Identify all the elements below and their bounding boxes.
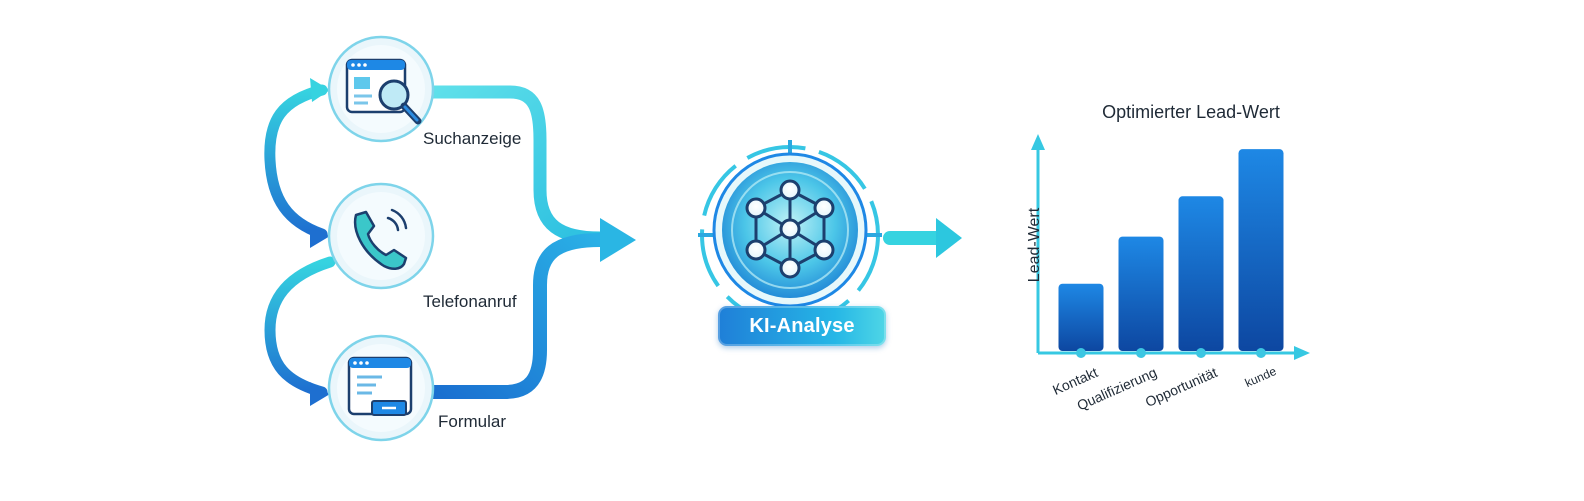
phone-call-node xyxy=(327,182,435,290)
bar-kontakt xyxy=(1058,283,1104,351)
y-axis-arrowhead xyxy=(1031,134,1045,150)
bar-kunde xyxy=(1238,149,1284,351)
bar-qualifizierung xyxy=(1118,236,1164,351)
analysis-hub xyxy=(698,140,882,325)
x-axis-arrowhead xyxy=(1294,346,1310,360)
x-tick-dot xyxy=(1196,348,1206,358)
source-connector-arrows xyxy=(264,78,336,406)
form-icon xyxy=(347,356,413,416)
chart-bars xyxy=(1058,149,1284,358)
x-tick-dot xyxy=(1076,348,1086,358)
analysis-label: KI-Analyse xyxy=(749,314,855,337)
neural-network-icon xyxy=(745,179,835,279)
flow-to-analysis-arrows xyxy=(423,85,636,399)
output-arrow xyxy=(883,218,962,258)
chart-title: Optimierter Lead-Wert xyxy=(1102,102,1280,122)
phone-call-icon xyxy=(353,208,408,270)
search-ad-label: Suchanzeige xyxy=(423,129,522,148)
analysis-badge: KI-Analyse xyxy=(718,306,886,346)
search-ad-node xyxy=(327,35,435,143)
x-tick-dot xyxy=(1256,348,1266,358)
search-ad-icon xyxy=(345,58,422,125)
x-tick-dot xyxy=(1136,348,1146,358)
phone-call-label: Telefonanruf xyxy=(423,292,517,311)
y-axis-label: Lead-Wert xyxy=(1026,207,1043,283)
form-label: Formular xyxy=(438,412,507,431)
bar-opportunität xyxy=(1178,196,1224,351)
form-node xyxy=(327,334,435,442)
